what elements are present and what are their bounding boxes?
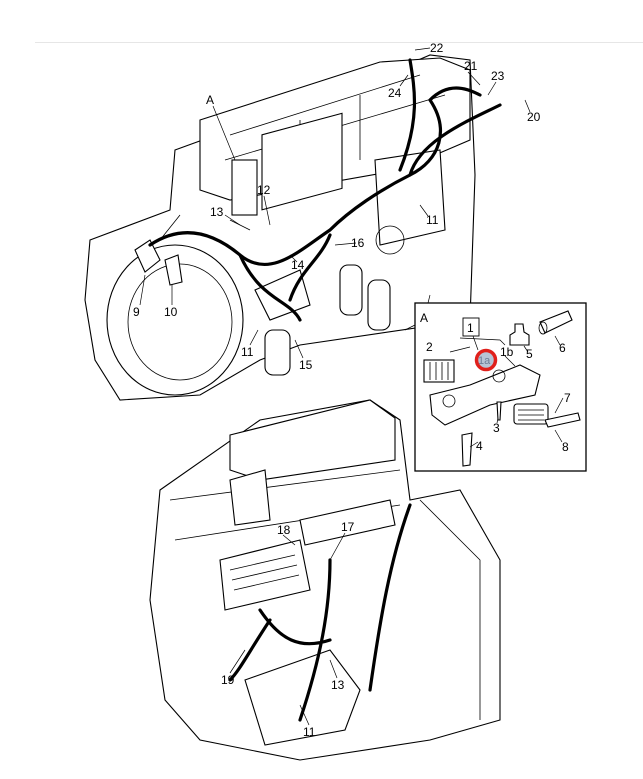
callout-21: 21 [464,59,478,73]
callout-9: 9 [133,305,140,319]
callout-14: 14 [291,258,305,272]
upper-callouts: 22 21 23 24 20 A 12 13 11 16 14 9 10 11 … [133,41,541,372]
callout-23: 23 [491,69,505,83]
inset-detail-a [404,294,587,472]
callout-13b: 13 [331,678,345,692]
callout-1b: 1b [500,345,514,359]
lower-callouts: 18 17 19 13 11 [221,520,355,739]
callout-11b: 11 [241,345,254,359]
callout-a: A [206,93,214,107]
callout-3: 3 [493,421,500,435]
callout-11c: 11 [303,725,316,739]
callout-1: 1 [467,321,474,335]
leader-lines [139,47,531,726]
header-divider [35,42,643,43]
callout-8: 8 [562,440,569,454]
inset-callouts: A 1 2 1b 5 6 7 3 4 8 1a [420,311,571,454]
callout-24: 24 [388,86,402,100]
callout-11: 11 [426,213,439,227]
boxed-label-frame [462,317,480,337]
callout-12: 12 [257,183,271,197]
upper-engine-drawing [84,54,502,401]
callout-13: 13 [210,205,224,219]
callout-19: 19 [221,673,235,687]
highlight-ring [474,348,498,372]
callout-5: 5 [526,347,533,361]
callout-2: 2 [426,340,433,354]
callout-6: 6 [559,341,566,355]
callout-18: 18 [277,523,291,537]
callout-7: 7 [564,391,571,405]
callout-17: 17 [341,520,355,534]
callout-20: 20 [527,110,541,124]
lower-engine-drawing [149,399,501,761]
inset-title: A [420,311,428,325]
callout-4: 4 [476,439,483,453]
callout-22: 22 [430,41,444,55]
callout-15: 15 [299,358,313,372]
callout-16: 16 [351,236,365,250]
highlighted-callout-1a[interactable]: 1a [474,348,498,372]
callout-1a: 1a [478,355,491,367]
callout-10: 10 [164,305,178,319]
